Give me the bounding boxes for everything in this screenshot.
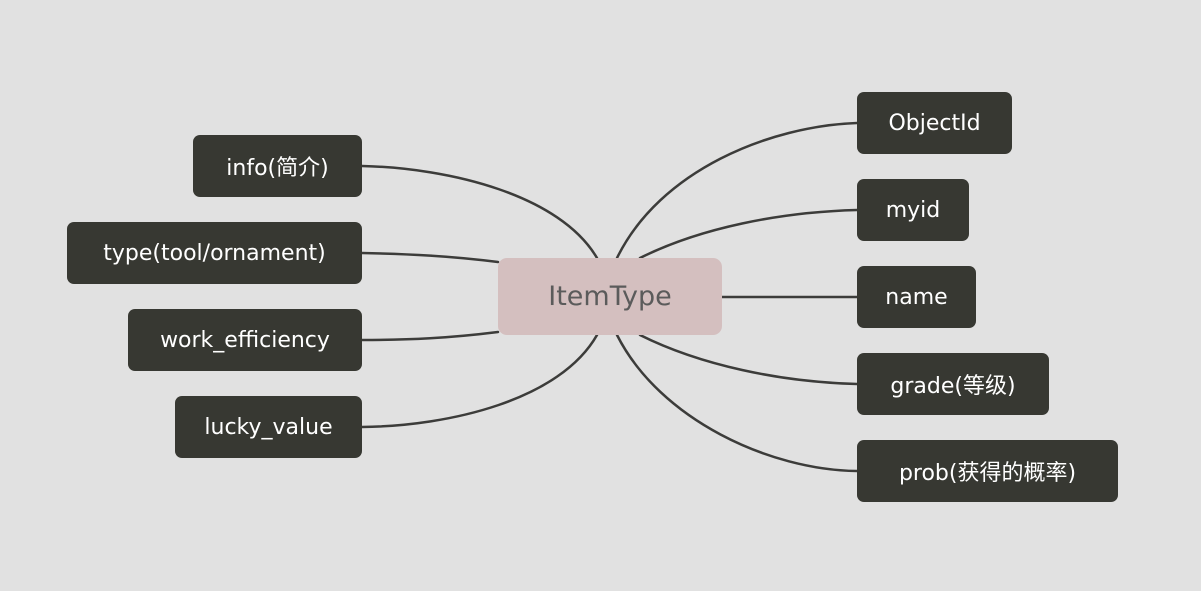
connector-objectid	[615, 121, 859, 260]
node-type: type(tool/ornament)	[67, 222, 362, 284]
connector-work-efficiency	[360, 330, 500, 342]
node-lucky-value: lucky_value	[175, 396, 362, 458]
connector-myid	[638, 208, 859, 260]
node-info: info(简介)	[193, 135, 362, 197]
connector-type	[360, 251, 500, 264]
node-grade: grade(等级)	[857, 353, 1049, 415]
node-myid: myid	[857, 179, 969, 241]
connector-grade	[638, 333, 859, 386]
node-name: name	[857, 266, 976, 328]
connector-lucky-value	[360, 333, 599, 429]
node-objectid: ObjectId	[857, 92, 1012, 154]
connector-prob	[615, 333, 859, 473]
node-work-efficiency: work_efficiency	[128, 309, 362, 371]
root-node-itemtype: ItemType	[498, 258, 722, 335]
node-prob: prob(获得的概率)	[857, 440, 1118, 502]
connector-info	[360, 164, 599, 260]
